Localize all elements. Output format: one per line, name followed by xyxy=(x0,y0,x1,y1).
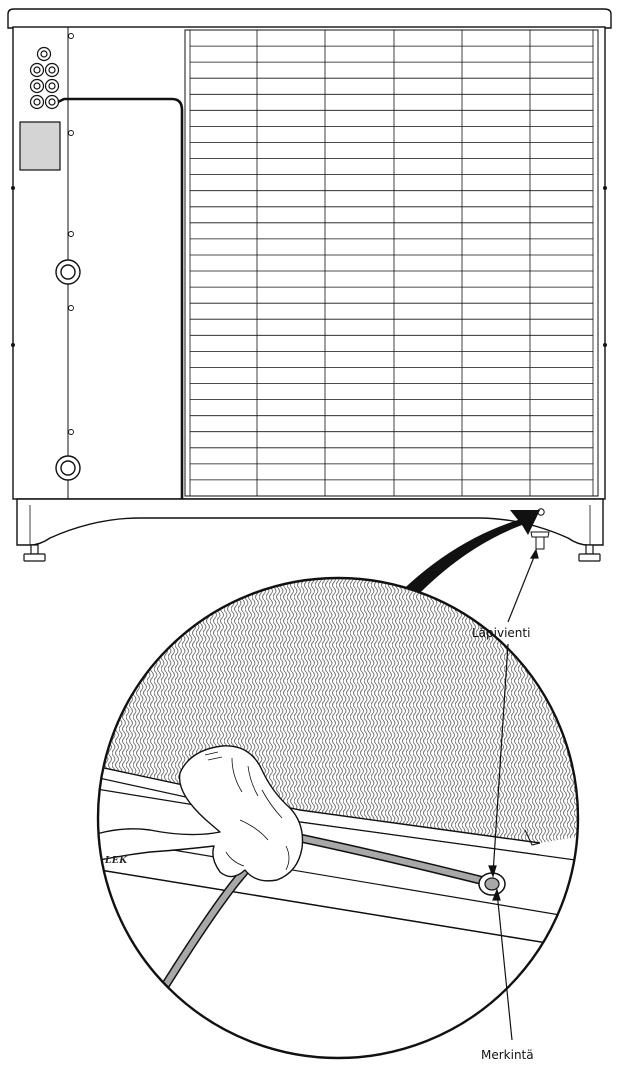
leader-merkinta xyxy=(496,891,513,1041)
port-r3-left xyxy=(29,94,45,110)
port-r3-right xyxy=(44,94,60,110)
heat-pump-unit xyxy=(7,8,612,500)
label-merkinta: Merkintä xyxy=(481,1048,534,1062)
port-r2-right xyxy=(44,78,60,94)
brand-mark: LEK xyxy=(105,856,128,866)
leader-lapivienti-up xyxy=(507,551,537,623)
port-r2-left xyxy=(29,78,45,94)
leader-lapivienti-down xyxy=(492,643,509,875)
detail-cable-gland xyxy=(478,872,506,896)
connection-ports xyxy=(29,46,60,110)
foot-right xyxy=(578,544,601,562)
top-cover xyxy=(7,8,612,29)
detail-hand xyxy=(98,745,304,882)
detail-view xyxy=(96,576,580,1060)
callout-leaders xyxy=(488,548,539,1041)
label-lapivienti: Läpivienti xyxy=(472,626,531,640)
port-r1-left xyxy=(29,62,45,78)
panel-screws xyxy=(68,33,74,435)
pipe-connection-lower xyxy=(55,455,81,481)
cable-gland xyxy=(530,508,550,550)
detail-circle-outline xyxy=(96,576,580,1060)
foot-left xyxy=(23,544,46,562)
grille-grid xyxy=(190,30,593,496)
grille-frame xyxy=(184,29,599,497)
port-r1-right xyxy=(44,62,60,78)
unit-feet xyxy=(23,544,601,562)
pipe-connection-upper xyxy=(55,259,81,285)
pipe-connections xyxy=(55,259,81,481)
display-window xyxy=(19,121,61,171)
port-top xyxy=(36,46,52,62)
unit-base xyxy=(16,498,604,546)
